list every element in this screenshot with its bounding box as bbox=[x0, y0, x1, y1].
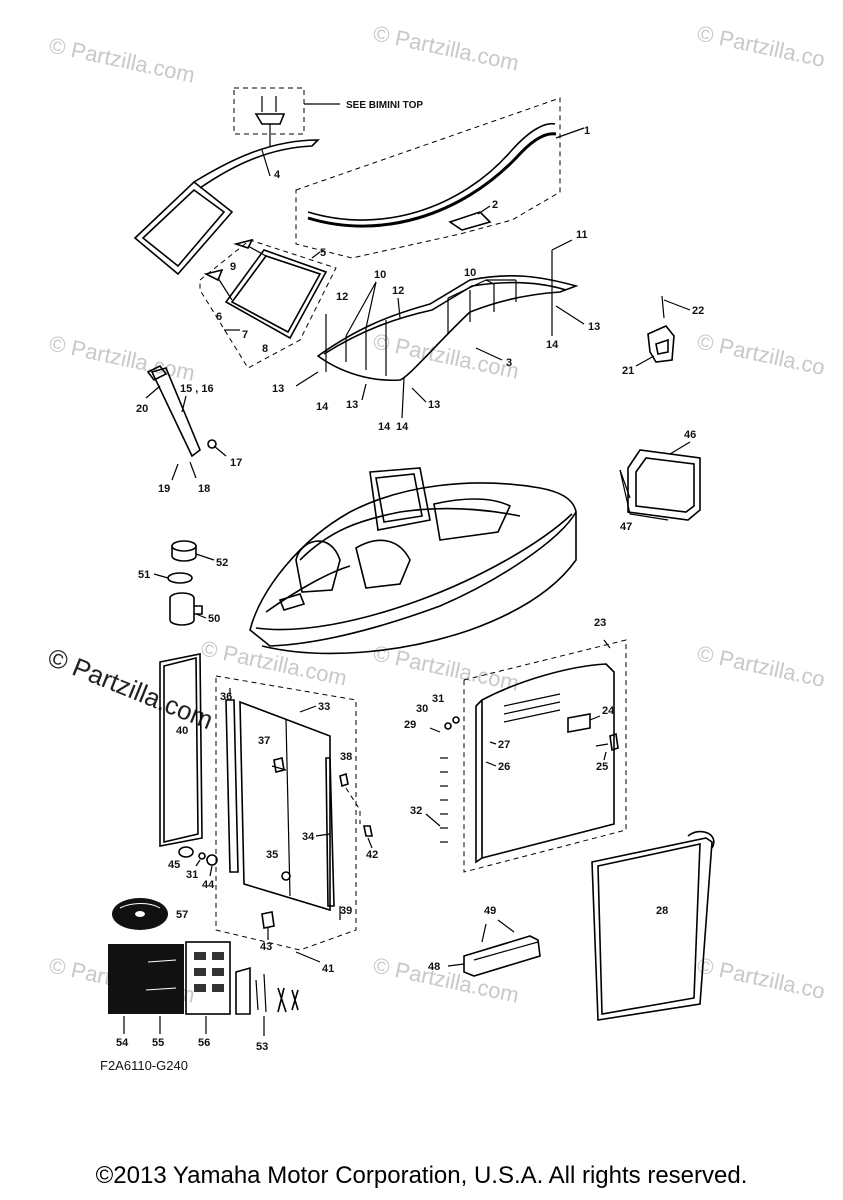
callout-52: 52 bbox=[216, 557, 228, 569]
watermark: © Partzilla.co bbox=[695, 640, 827, 691]
callout-40: 40 bbox=[176, 725, 188, 737]
callout-34: 34 bbox=[302, 831, 315, 843]
callout-7: 7 bbox=[242, 329, 248, 341]
callout-25: 25 bbox=[596, 761, 608, 773]
callout-17: 17 bbox=[230, 457, 242, 469]
callout-31: 31 bbox=[432, 693, 444, 705]
callout-47: 47 bbox=[620, 521, 632, 533]
callout-45: 45 bbox=[168, 859, 180, 871]
watermark: © Partzilla.com bbox=[371, 952, 521, 1007]
callout-9: 9 bbox=[230, 261, 236, 273]
windscreen-trim-group: 10 10 12 12 11 13 14 3 13 14 13 14 14 13 bbox=[272, 229, 600, 433]
copyright-notice: ©2013 Yamaha Motor Corporation, U.S.A. A… bbox=[95, 1162, 748, 1189]
callout-10: 10 bbox=[464, 267, 476, 279]
callout-56: 56 bbox=[198, 1037, 210, 1049]
watermark: © Partzilla.com bbox=[47, 32, 197, 87]
watermark: © Partzilla.co bbox=[695, 952, 827, 1003]
gunwale-trim-group: 1 2 bbox=[295, 97, 590, 259]
door-seal-left: 40 bbox=[159, 653, 203, 847]
callout-15-16: 15 , 16 bbox=[180, 383, 214, 395]
callout-32: 32 bbox=[410, 805, 422, 817]
callout-13: 13 bbox=[588, 321, 600, 333]
figure-id: F2A6110-G240 bbox=[100, 1058, 188, 1073]
storage-tray-group: 49 48 bbox=[428, 905, 541, 977]
callout-24: 24 bbox=[602, 705, 615, 717]
boat-hull bbox=[249, 467, 577, 655]
callout-13: 13 bbox=[428, 399, 440, 411]
see-bimini-top-note: SEE BIMINI TOP bbox=[346, 100, 423, 111]
watermark: © Partzilla.com bbox=[47, 330, 197, 385]
callout-1: 1 bbox=[584, 125, 590, 137]
callout-27: 27 bbox=[498, 739, 510, 751]
callout-26: 26 bbox=[498, 761, 510, 773]
callout-28: 28 bbox=[656, 905, 668, 917]
callout-5: 5 bbox=[320, 247, 326, 259]
callout-46: 46 bbox=[684, 429, 696, 441]
callout-14: 14 bbox=[378, 421, 391, 433]
watermark: © Partzilla.co bbox=[695, 20, 827, 71]
windshield-frame: 4 bbox=[133, 139, 320, 276]
cd-disc-group: 57 bbox=[112, 898, 188, 930]
callout-43: 43 bbox=[260, 941, 272, 953]
callout-53: 53 bbox=[256, 1041, 268, 1053]
callout-39: 39 bbox=[340, 905, 352, 917]
watermark: © Partzilla.com bbox=[199, 635, 349, 690]
callout-10: 10 bbox=[374, 269, 386, 281]
door-seal-right: 28 bbox=[591, 830, 715, 1021]
callout-6: 6 bbox=[216, 311, 222, 323]
watermark: © Partzilla.co bbox=[695, 328, 827, 379]
callout-35: 35 bbox=[266, 849, 278, 861]
callout-2: 2 bbox=[492, 199, 498, 211]
callout-13: 13 bbox=[272, 383, 284, 395]
callout-51: 51 bbox=[138, 569, 150, 581]
callout-14: 14 bbox=[316, 401, 329, 413]
callout-49: 49 bbox=[484, 905, 496, 917]
callout-50: 50 bbox=[208, 613, 220, 625]
callout-22: 22 bbox=[692, 305, 704, 317]
callout-12: 12 bbox=[336, 291, 348, 303]
callout-38: 38 bbox=[340, 751, 352, 763]
callout-23: 23 bbox=[594, 617, 606, 629]
callout-19: 19 bbox=[158, 483, 170, 495]
glove-box-door-group: 24 23 25 27 26 31 30 29 32 bbox=[404, 617, 627, 873]
callout-3: 3 bbox=[506, 357, 512, 369]
callout-30: 30 bbox=[416, 703, 428, 715]
storage-bin-group: 46 47 bbox=[619, 429, 701, 533]
callout-55: 55 bbox=[152, 1037, 164, 1049]
callout-4: 4 bbox=[274, 169, 281, 181]
bimini-mount-group: SEE BIMINI TOP bbox=[233, 87, 423, 146]
callout-14: 14 bbox=[546, 339, 559, 351]
callout-13: 13 bbox=[346, 399, 358, 411]
callout-48: 48 bbox=[428, 961, 440, 973]
callout-29: 29 bbox=[404, 719, 416, 731]
side-window-group: 5 9 6 7 8 bbox=[199, 238, 337, 369]
callout-36: 36 bbox=[220, 691, 232, 703]
callout-37: 37 bbox=[258, 735, 270, 747]
callout-20: 20 bbox=[136, 403, 148, 415]
callout-33: 33 bbox=[318, 701, 330, 713]
support-rod-group: 20 15 , 16 17 18 19 bbox=[136, 364, 242, 495]
callout-44: 44 bbox=[202, 879, 215, 891]
callout-18: 18 bbox=[198, 483, 210, 495]
cup-holder-group: 52 51 50 bbox=[138, 540, 228, 626]
watermark: © Partzilla.com bbox=[371, 20, 521, 75]
callout-31: 31 bbox=[186, 869, 198, 881]
callout-41: 41 bbox=[322, 963, 334, 975]
callout-21: 21 bbox=[622, 365, 634, 377]
manuals-tools-group: 53 54 55 56 F2A6110-G240 bbox=[100, 941, 299, 1073]
callout-12: 12 bbox=[392, 285, 404, 297]
callout-57: 57 bbox=[176, 909, 188, 921]
callout-54: 54 bbox=[116, 1037, 129, 1049]
callout-14: 14 bbox=[396, 421, 409, 433]
locker-door-group: 36 33 37 34 38 42 35 39 43 41 45 31 44 bbox=[168, 675, 378, 975]
callout-11: 11 bbox=[576, 229, 588, 241]
callout-42: 42 bbox=[366, 849, 378, 861]
cleat-group: 22 21 bbox=[622, 295, 704, 377]
callout-8: 8 bbox=[262, 343, 268, 355]
